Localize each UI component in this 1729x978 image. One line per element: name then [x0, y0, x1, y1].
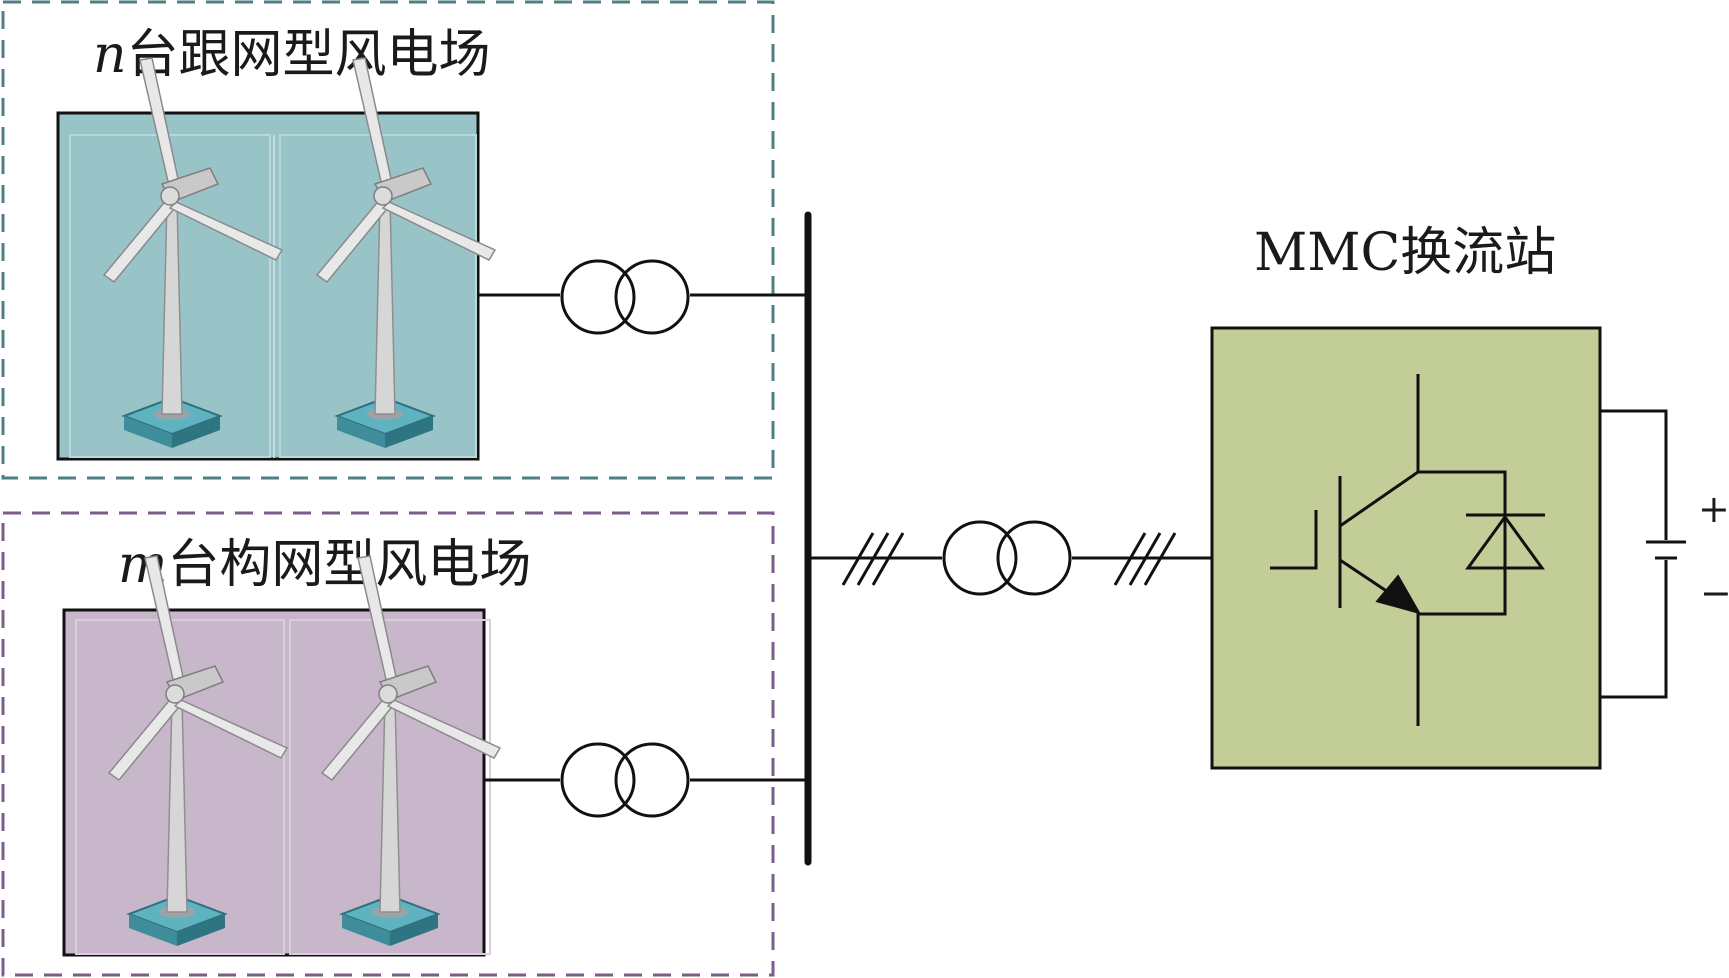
- dc-side: [1600, 409, 1686, 699]
- transformer-icon: [560, 742, 690, 818]
- transformer-icon: [942, 520, 1072, 596]
- igbt-icon: [1270, 374, 1422, 726]
- gfl-farm-group: n台跟网型风电场: [1, 0, 808, 480]
- mmc-box: [1210, 326, 1602, 770]
- gfm-turbine-panel: [62, 608, 486, 957]
- gfm-farm-title: m台构网型风电场: [118, 535, 531, 595]
- mmc-title: MMC换流站: [1254, 223, 1556, 283]
- mmc-station: MMC换流站: [1210, 223, 1602, 770]
- dc-positive-wire: [1600, 409, 1668, 540]
- dc-negative-wire: [1600, 560, 1668, 699]
- dc-minus-sign: −: [1700, 571, 1729, 615]
- gfl-farm-dashed-border: [1, 0, 775, 480]
- three-phase-mark-right: [1113, 532, 1177, 586]
- battery-icon: [1646, 540, 1686, 560]
- gfl-turbine-panel: [56, 111, 480, 461]
- gfm-farm-group: m台构网型风电场: [1, 511, 808, 977]
- transformer-icon: [560, 259, 690, 335]
- dc-plus-sign: +: [1698, 487, 1729, 531]
- diode-icon: [1418, 470, 1545, 616]
- gfl-farm-title: n台跟网型风电场: [93, 25, 491, 85]
- ac-link-to-mmc: [808, 520, 1212, 596]
- gfm-farm-dashed-border: [1, 511, 775, 977]
- three-phase-mark-left: [841, 532, 905, 586]
